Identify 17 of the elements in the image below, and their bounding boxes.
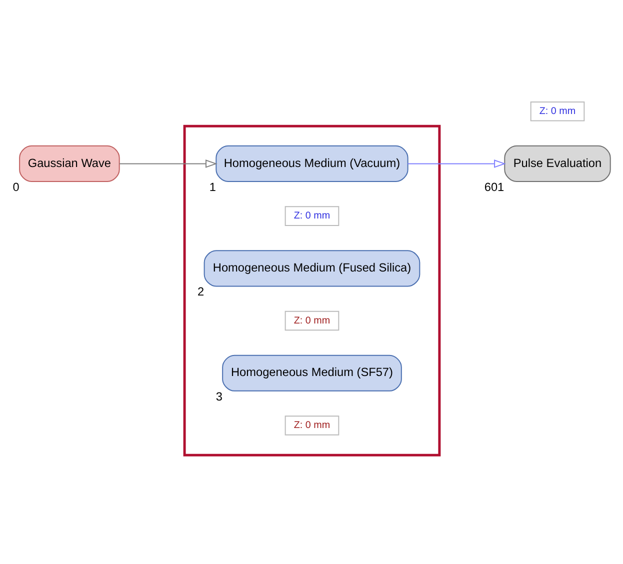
node-box: Homogeneous Medium (Fused Silica) — [204, 250, 420, 286]
node-box: Homogeneous Medium (SF57) — [222, 354, 402, 391]
node-label: 601 — [484, 179, 504, 194]
node-box: Z: 0 mm — [284, 415, 340, 435]
node-label: 2 — [198, 284, 204, 298]
node-box: Z: 0 mm — [284, 310, 340, 330]
node-box: Homogeneous Medium (Vacuum) — [216, 144, 408, 182]
cluster — [183, 124, 441, 456]
node-label: 1 — [209, 179, 216, 194]
arrow — [407, 159, 506, 168]
node-label: 3 — [216, 388, 222, 403]
node-label: 0 — [12, 179, 20, 194]
node-box: Gaussian Wave — [19, 144, 120, 182]
node-box: Z: 0 mm — [530, 100, 585, 121]
arrow — [118, 159, 218, 168]
node-box: Z: 0 mm — [284, 206, 340, 226]
node-box: Pulse Evaluation — [504, 144, 611, 182]
